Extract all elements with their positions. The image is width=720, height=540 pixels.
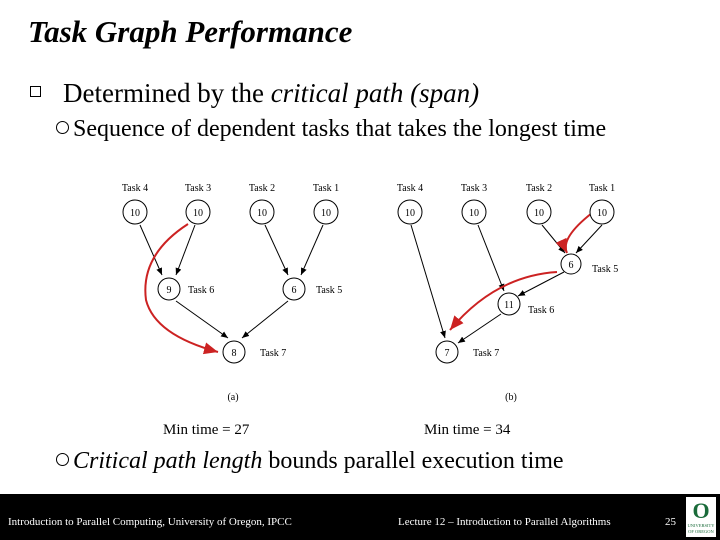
node-weight: 6 xyxy=(569,260,574,271)
graph-b-node-task6: 11 Task 6 xyxy=(497,292,554,316)
graph-a-node-task6: 9 Task 6 xyxy=(157,277,214,301)
university-logo: O UNIVERSITY OF OREGON xyxy=(686,497,716,537)
svg-text:UNIVERSITY: UNIVERSITY xyxy=(688,523,716,528)
node-weight: 10 xyxy=(534,208,544,219)
oregon-o-icon: O UNIVERSITY OF OREGON xyxy=(688,498,716,534)
graph-a: Task 4 10 Task 3 10 Task 2 10 Task 1 10 … xyxy=(122,183,342,403)
sub-bullet-critical-length: Critical path length bounds parallel exe… xyxy=(56,448,564,475)
graph-a-node-task2: Task 2 10 xyxy=(249,183,275,225)
graph-b: Task 4 10 Task 3 10 Task 2 10 Task 1 10 … xyxy=(397,183,618,403)
node-label: Task 4 xyxy=(122,183,148,194)
node-weight: 8 xyxy=(232,348,237,359)
node-label: Task 1 xyxy=(589,183,615,194)
footer-course: Introduction to Parallel Computing, Univ… xyxy=(8,516,292,528)
node-label: Task 5 xyxy=(592,264,618,275)
task-graphs-figure: Task 4 10 Task 3 10 Task 2 10 Task 1 10 … xyxy=(122,183,618,403)
node-weight: 10 xyxy=(193,208,203,219)
graph-a-node-task1: Task 1 10 xyxy=(313,183,339,225)
critical-path-arrow-b2 xyxy=(449,271,558,331)
graph-a-node-task3: Task 3 10 xyxy=(185,183,211,225)
node-label: Task 6 xyxy=(528,305,554,316)
sub-bullet-sequence: Sequence of dependent tasks that takes t… xyxy=(56,116,606,143)
graph-a-caption: (a) xyxy=(227,392,238,403)
page-number: 25 xyxy=(665,516,676,528)
bullet-critical-path: Determined by the critical path (span) xyxy=(30,78,479,109)
node-weight: 7 xyxy=(445,348,450,359)
graph-b-node-task2: Task 2 10 xyxy=(526,183,552,225)
square-bullet-icon xyxy=(30,86,41,98)
graph-b-caption: (b) xyxy=(505,392,517,403)
node-weight: 9 xyxy=(167,285,172,296)
sub-bullet-text: bounds parallel execution time xyxy=(262,448,564,474)
min-time-b: Min time = 34 xyxy=(424,422,511,438)
graph-a-node-task4: Task 4 10 xyxy=(122,183,148,225)
footer-lecture: Lecture 12 – Introduction to Parallel Al… xyxy=(398,516,611,528)
min-time-a: Min time = 27 xyxy=(163,422,250,438)
bullet-text: Determined by the xyxy=(63,78,271,108)
graph-a-node-task5: 6 Task 5 xyxy=(282,277,342,301)
node-label: Task 5 xyxy=(316,285,342,296)
slide-title: Task Graph Performance xyxy=(28,14,353,49)
node-label: Task 2 xyxy=(249,183,275,194)
svg-text:OF OREGON: OF OREGON xyxy=(688,529,714,534)
graph-b-node-task1: Task 1 10 xyxy=(589,183,615,225)
node-label: Task 7 xyxy=(260,348,286,359)
node-label: Task 7 xyxy=(473,348,499,359)
svg-text:O: O xyxy=(692,498,709,523)
node-label: Task 6 xyxy=(188,285,214,296)
graph-b-node-task7: 7 Task 7 xyxy=(435,340,499,364)
node-weight: 6 xyxy=(292,285,297,296)
graph-b-node-task5: 6 Task 5 xyxy=(560,253,618,275)
graph-a-node-task7: 8 Task 7 xyxy=(222,340,286,364)
node-weight: 10 xyxy=(130,208,140,219)
node-label: Task 3 xyxy=(461,183,487,194)
bullet-italic-text: critical path (span) xyxy=(270,78,480,108)
node-label: Task 2 xyxy=(526,183,552,194)
sub-bullet-text: Sequence of dependent tasks that takes t… xyxy=(73,116,607,142)
critical-path-arrow-b1 xyxy=(555,212,593,254)
node-weight: 10 xyxy=(469,208,479,219)
node-label: Task 1 xyxy=(313,183,339,194)
node-weight: 10 xyxy=(321,208,331,219)
circle-bullet-icon xyxy=(56,120,69,134)
footer-bar: Introduction to Parallel Computing, Univ… xyxy=(0,494,720,540)
node-weight: 11 xyxy=(504,300,514,311)
node-label: Task 3 xyxy=(185,183,211,194)
circle-bullet-icon xyxy=(56,452,69,466)
graph-b-node-task4: Task 4 10 xyxy=(397,183,423,225)
graph-b-node-task3: Task 3 10 xyxy=(461,183,487,225)
node-weight: 10 xyxy=(597,208,607,219)
node-weight: 10 xyxy=(405,208,415,219)
node-label: Task 4 xyxy=(397,183,423,194)
critical-path-arrow-a xyxy=(144,223,219,355)
node-weight: 10 xyxy=(257,208,267,219)
sub-bullet-italic: Critical path length xyxy=(73,448,263,474)
